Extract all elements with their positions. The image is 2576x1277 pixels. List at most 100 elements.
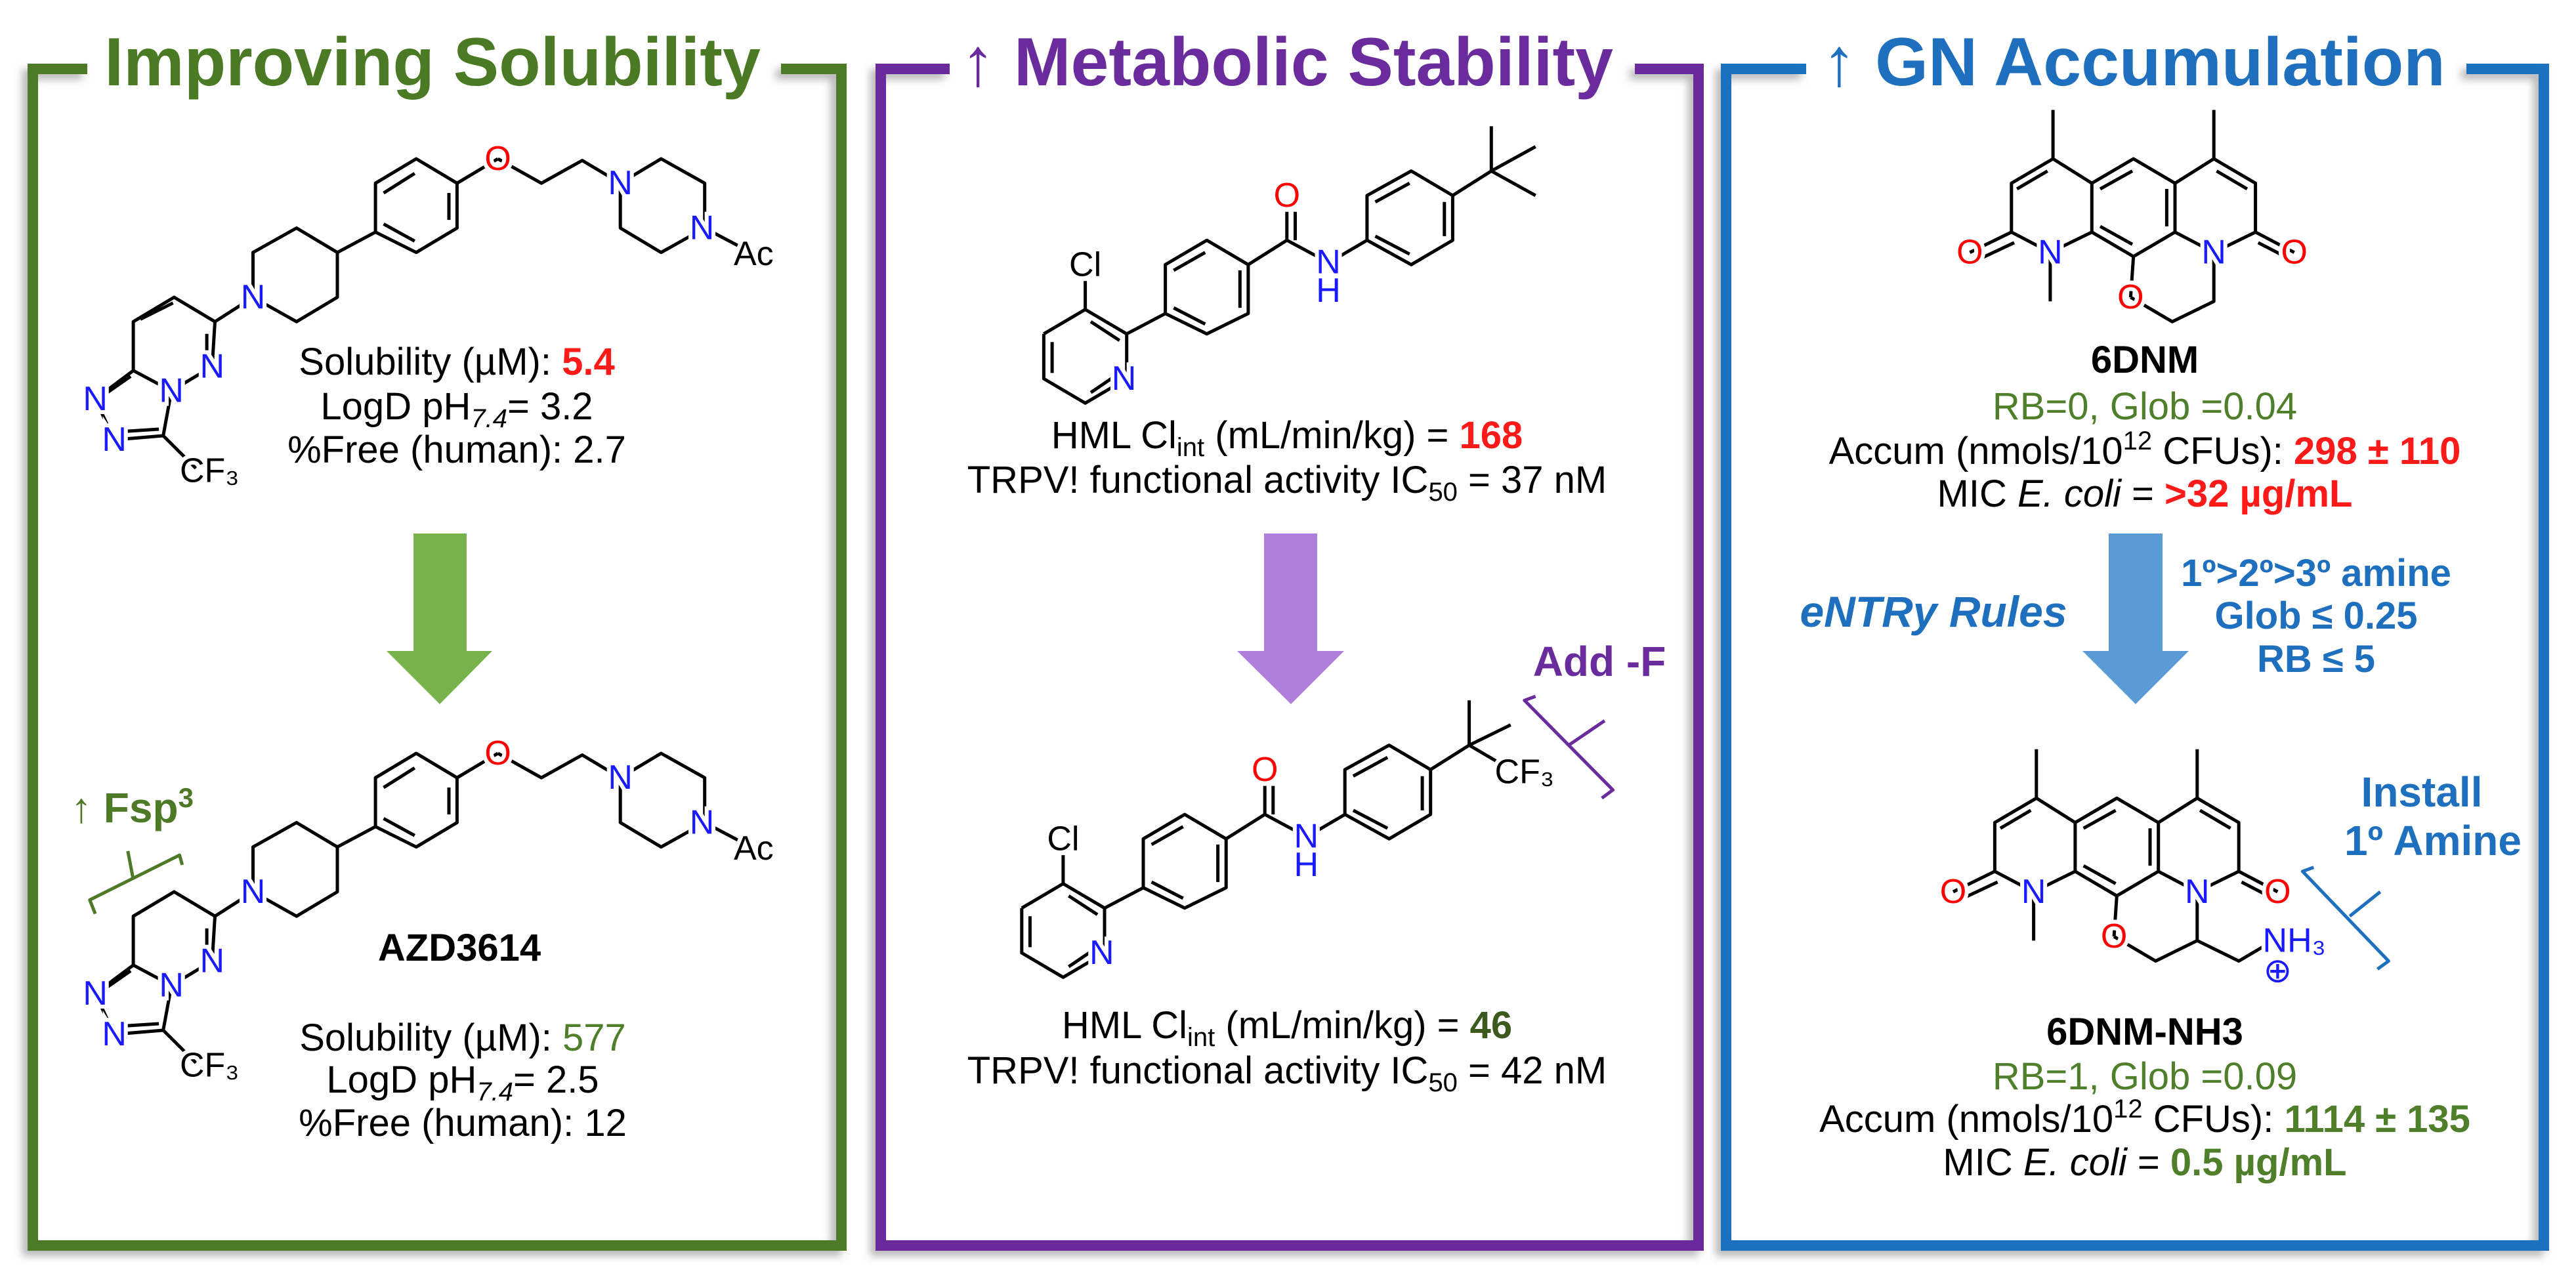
svg-text:1º>2º>3º amine: 1º>2º>3º amine bbox=[2181, 552, 2451, 595]
atom-label: O bbox=[2281, 234, 2307, 272]
svg-text:Glob ≤ 0.25: Glob ≤ 0.25 bbox=[2214, 595, 2417, 637]
bond bbox=[214, 890, 254, 918]
atom-label: Cl bbox=[1069, 245, 1101, 283]
atom-label: Ac bbox=[734, 235, 774, 273]
bond bbox=[1316, 812, 1346, 833]
bracket-line bbox=[1567, 719, 1606, 747]
panel-title-metabolic: ↑ Metabolic Stability bbox=[961, 24, 1613, 100]
bond bbox=[497, 157, 622, 185]
svg-text:Accum (nmols/1012 CFUs): 298 ±: Accum (nmols/1012 CFUs): 298 ± 110 bbox=[1829, 427, 2461, 472]
atom-label: N bbox=[2021, 873, 2046, 911]
bond bbox=[161, 1029, 198, 1064]
bond bbox=[1338, 238, 1368, 259]
bond bbox=[2199, 808, 2231, 830]
bond bbox=[2091, 157, 2177, 259]
atom-label: N bbox=[200, 942, 225, 980]
bond bbox=[2099, 224, 2134, 246]
bond bbox=[2082, 864, 2117, 885]
install-amine-bracket bbox=[2300, 866, 2390, 971]
accumulation-top-properties: 6DNM RB=0, Glob =0.04 Accum (nmols/1012 … bbox=[1829, 339, 2461, 515]
bond bbox=[383, 766, 416, 789]
down-arrow-purple-icon bbox=[1237, 534, 1344, 704]
atom-label: O bbox=[1956, 234, 1983, 272]
install-amine-annotation: Install 1º Amine bbox=[2344, 768, 2522, 864]
bond bbox=[1972, 241, 2016, 264]
bond bbox=[105, 969, 132, 990]
bond bbox=[139, 301, 174, 321]
bond bbox=[1969, 230, 2012, 254]
atom-label: N bbox=[608, 164, 633, 202]
bond bbox=[1089, 320, 1121, 342]
bond bbox=[2254, 230, 2295, 254]
up-arrow-icon: ↑ bbox=[1822, 24, 1875, 100]
bond bbox=[1089, 371, 1121, 394]
bond bbox=[1955, 880, 1998, 904]
bond bbox=[456, 751, 499, 780]
solubility-bottom-properties: AZD3614 Solubility (µM): 577 LogD pH7.4=… bbox=[299, 927, 627, 1144]
atom-label: O bbox=[2101, 917, 2127, 955]
atom-label: N bbox=[1112, 360, 1137, 398]
svg-text:HML Clint (mL/min/kg) = 168: HML Clint (mL/min/kg) = 168 bbox=[1051, 414, 1523, 462]
atom-label: NH₃ bbox=[2263, 921, 2326, 959]
bond bbox=[1374, 234, 1410, 256]
atom-label: O bbox=[484, 734, 511, 772]
molecule-structures: NONNAcNNNNCF₃NONNAcNNNNCF₃ClNONHClNONHCF… bbox=[79, 110, 2390, 1088]
bond bbox=[456, 157, 499, 185]
atom-label: O bbox=[2264, 873, 2291, 911]
svg-text:TRPV! functional activity IC50: TRPV! functional activity IC50 = 37 nM bbox=[967, 459, 1607, 507]
bond bbox=[131, 890, 217, 988]
atom-label: N bbox=[83, 380, 108, 418]
bracket-line bbox=[88, 853, 184, 915]
fsp3-bracket bbox=[88, 850, 184, 915]
compound-name: AZD3614 bbox=[378, 927, 541, 969]
bond bbox=[2113, 892, 2199, 963]
svg-text:MIC E. coli = 0.5 µg/mL: MIC E. coli = 0.5 µg/mL bbox=[1943, 1141, 2346, 1184]
bond bbox=[704, 226, 752, 254]
svg-text:LogD pH7.4= 2.5: LogD pH7.4= 2.5 bbox=[326, 1058, 599, 1106]
bond bbox=[1286, 238, 1319, 259]
atom-label: N bbox=[1089, 934, 1114, 972]
accumulation-bottom-properties: 6DNM-NH3 RB=1, Glob =0.09 Accum (nmols/1… bbox=[1819, 1011, 2470, 1184]
bond bbox=[1103, 886, 1145, 910]
bond bbox=[1352, 756, 1389, 778]
bond bbox=[214, 295, 254, 324]
bond bbox=[1264, 812, 1296, 833]
bond bbox=[1365, 169, 1454, 266]
bond bbox=[2238, 869, 2279, 894]
bond bbox=[383, 222, 416, 243]
atom-label: N bbox=[1294, 818, 1319, 856]
compound-name: 6DNM-NH3 bbox=[2046, 1011, 2243, 1053]
down-arrow-green-icon bbox=[387, 534, 492, 704]
atom-label: N bbox=[690, 804, 715, 842]
bond bbox=[704, 821, 752, 848]
bond bbox=[93, 963, 173, 1036]
bracket-line bbox=[2300, 866, 2390, 971]
fsp3-annotation: ↑ Fsp3 bbox=[71, 782, 194, 832]
bond bbox=[2128, 256, 2136, 298]
atom-label: O bbox=[484, 140, 511, 178]
atom-label: H bbox=[1294, 846, 1319, 884]
bond bbox=[383, 172, 416, 195]
bond bbox=[2074, 796, 2161, 898]
bond bbox=[2157, 796, 2241, 894]
bond bbox=[2082, 808, 2117, 830]
atom-label: N bbox=[2201, 234, 2226, 272]
bond bbox=[105, 375, 132, 395]
bond bbox=[1247, 238, 1288, 266]
bond bbox=[1164, 238, 1250, 336]
bond bbox=[2016, 169, 2048, 191]
atom-label: N bbox=[608, 759, 633, 797]
entry-rules-list: 1º>2º>3º amine Glob ≤ 0.25 RB ≤ 5 bbox=[2181, 552, 2451, 680]
svg-text:LogD pH7.4= 3.2: LogD pH7.4= 3.2 bbox=[320, 385, 593, 433]
bond bbox=[1141, 812, 1228, 910]
atom-label: H bbox=[1316, 272, 1341, 310]
atom-label: Cl bbox=[1047, 820, 1079, 858]
bond bbox=[161, 434, 198, 470]
svg-text:HML Clint (mL/min/kg) = 46: HML Clint (mL/min/kg) = 46 bbox=[1062, 1004, 1512, 1052]
bond bbox=[373, 751, 459, 849]
bond bbox=[1490, 169, 1536, 198]
bond bbox=[251, 226, 339, 324]
bracket-line bbox=[126, 850, 135, 880]
